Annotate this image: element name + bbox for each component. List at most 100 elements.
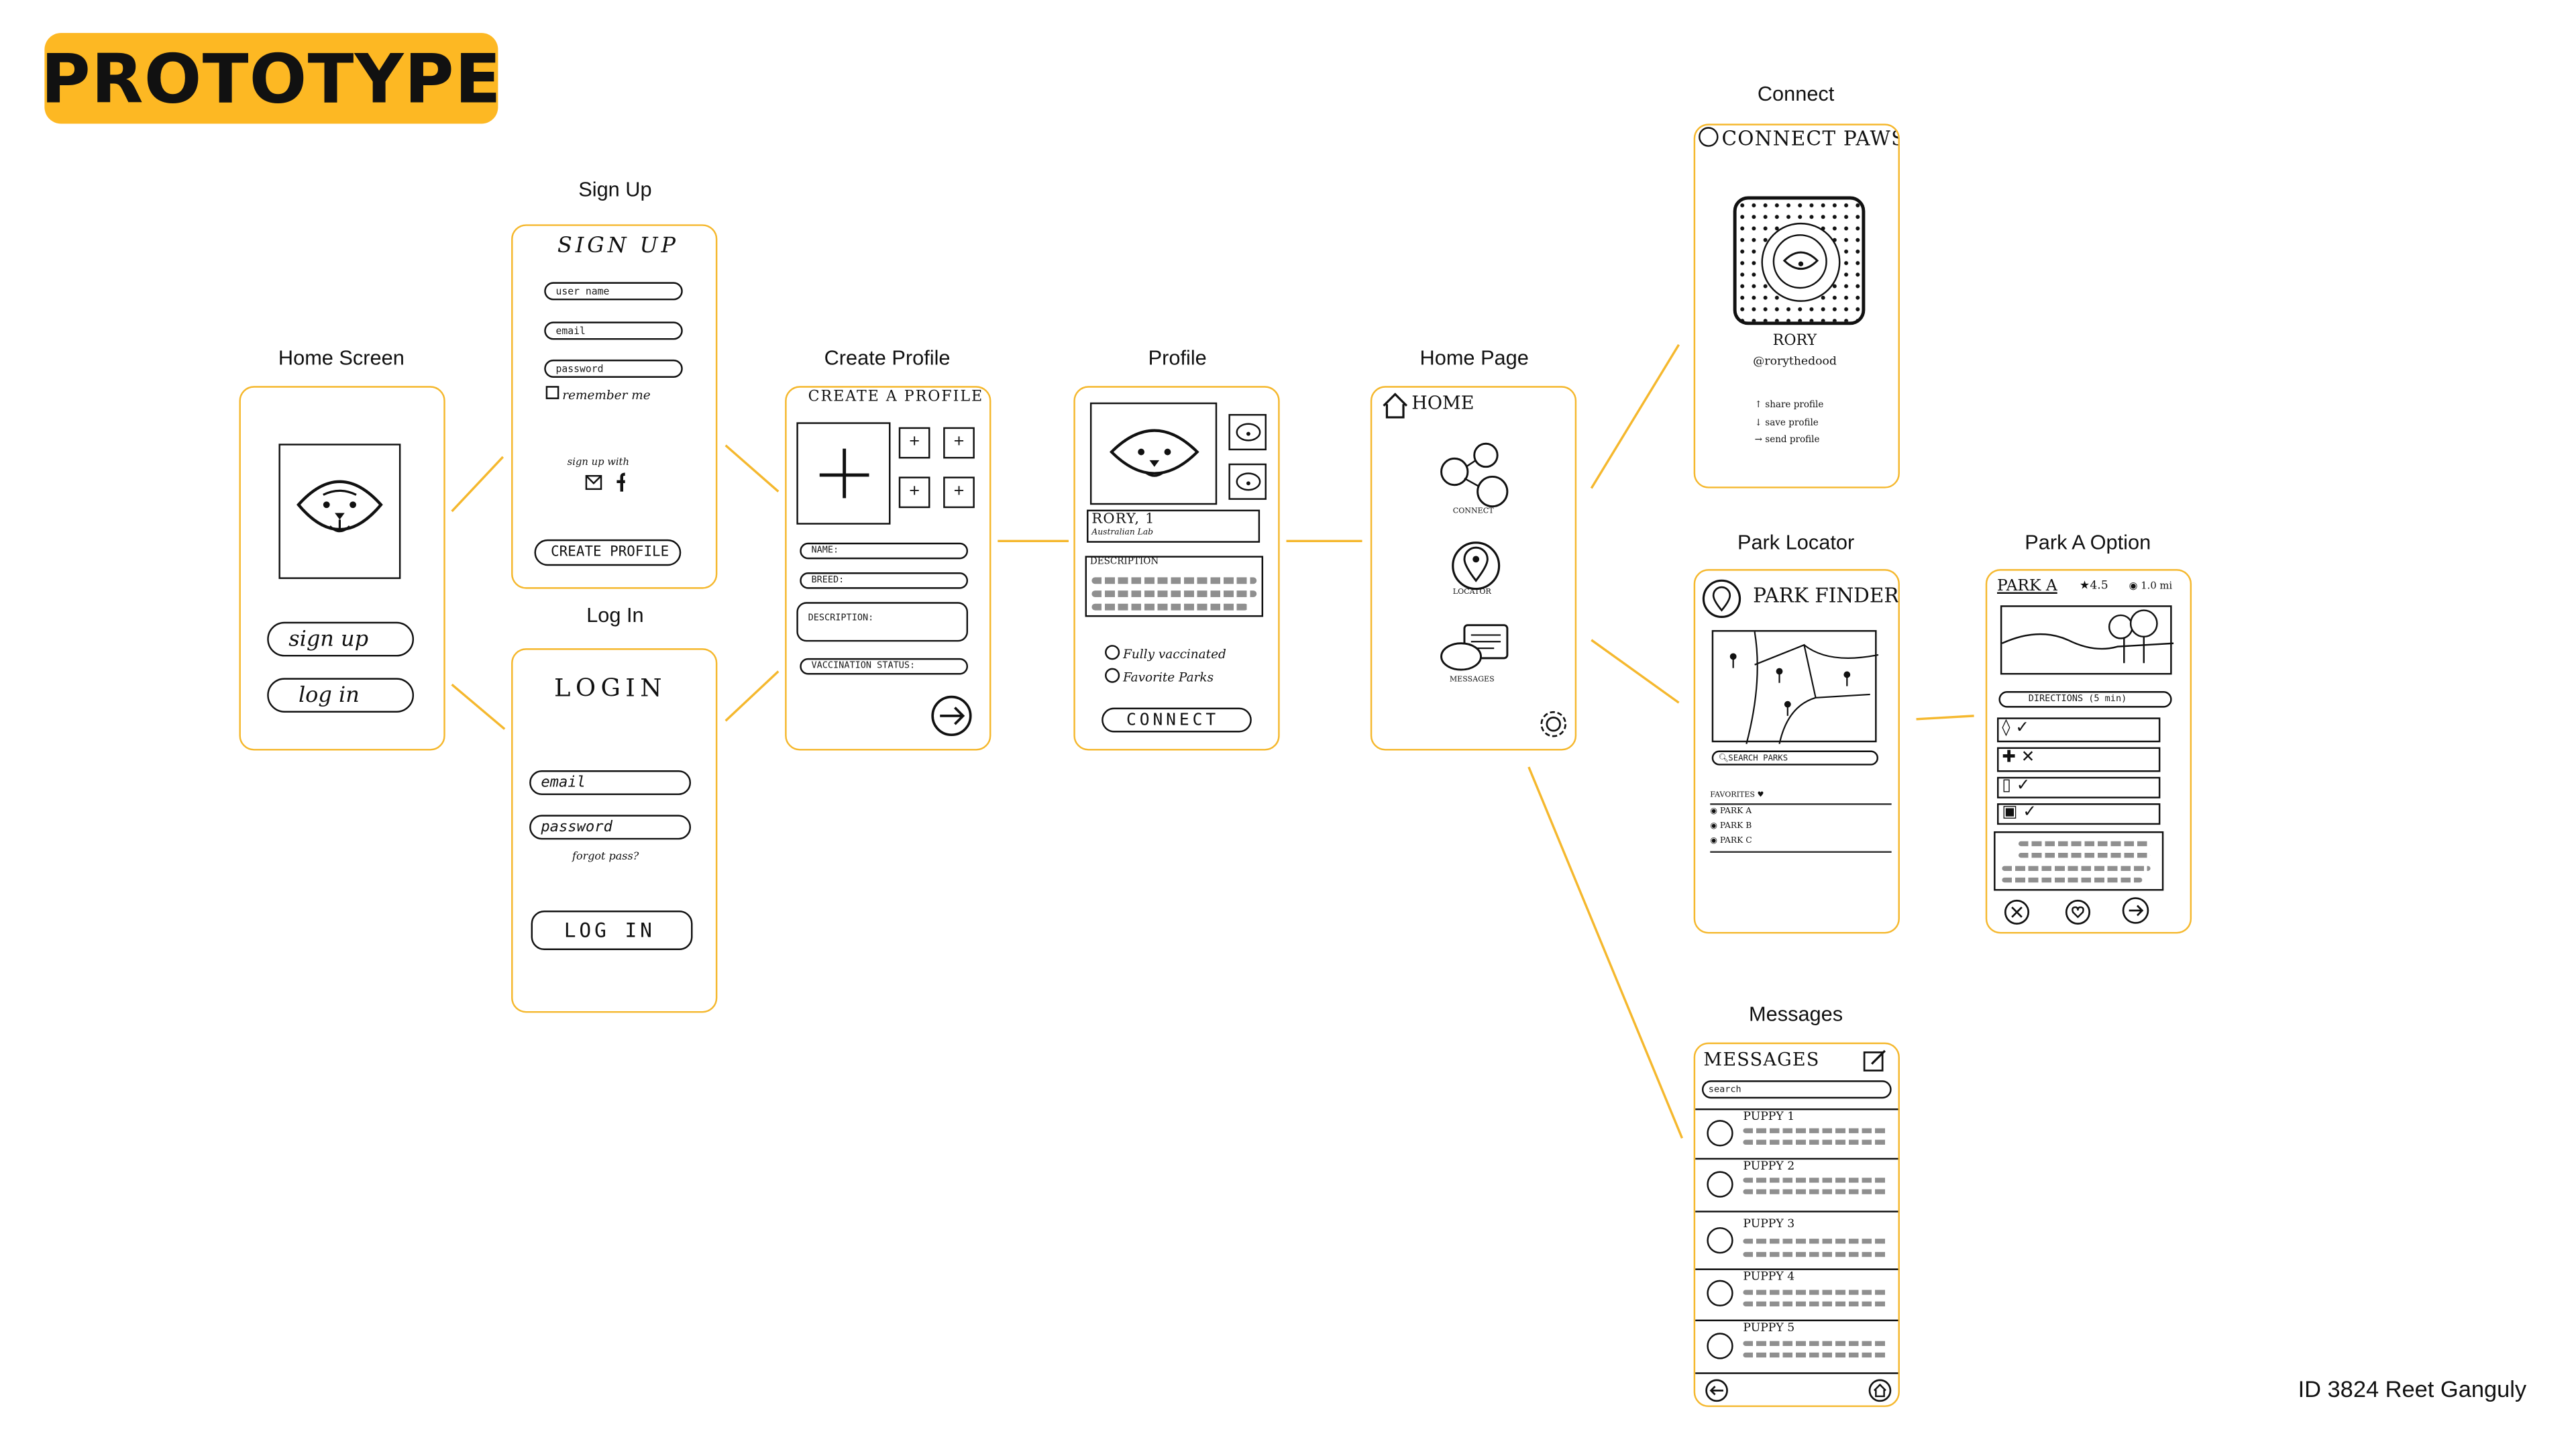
prototype-badge: PROTOTYPE xyxy=(41,33,501,124)
locator-item-label[interactable]: LOCATOR xyxy=(1452,588,1491,597)
favorite-parks-text: Favorite Parks xyxy=(1123,670,1214,685)
description-field[interactable]: DESCRIPTION: xyxy=(796,602,969,642)
photo-slot-2[interactable]: + xyxy=(898,427,930,459)
sign-up-button-label: sign up xyxy=(288,627,369,652)
park-a-title: PARK A xyxy=(1997,577,2057,596)
name-field-label: NAME: xyxy=(811,546,839,556)
remember-me-row[interactable]: remember me xyxy=(545,386,651,403)
remember-checkbox[interactable] xyxy=(545,386,559,399)
thread-preview xyxy=(1743,1178,1888,1183)
description-field-label: DESCRIPTION: xyxy=(808,613,874,624)
label-park-locator: Park Locator xyxy=(1737,531,1855,554)
home-page-title: HOME xyxy=(1411,393,1474,415)
log-in-submit-button[interactable]: LOG IN xyxy=(531,910,693,950)
log-in-button[interactable]: log in xyxy=(267,678,415,713)
park-map[interactable] xyxy=(1711,630,1879,744)
login-password-field[interactable]: password xyxy=(529,815,692,840)
breed-field[interactable]: BREED: xyxy=(800,572,969,589)
compose-icon[interactable] xyxy=(1863,1049,1886,1072)
location-pin-icon[interactable] xyxy=(1450,539,1503,592)
directions-button[interactable]: DIRECTIONS (5 min) xyxy=(1998,691,2172,708)
amenity-water-row: ◊ ✓ xyxy=(1997,717,2161,743)
label-connect: Connect xyxy=(1757,82,1835,106)
dog-face-icon xyxy=(1236,472,1261,491)
profile-name: RORY, 1 xyxy=(1091,511,1155,528)
create-profile-title: CREATE A PROFILE xyxy=(808,389,984,406)
message-thread-5[interactable]: PUPPY 5 xyxy=(1695,1321,1898,1371)
sign-up-button[interactable]: sign up xyxy=(267,621,415,657)
username-field[interactable]: user name xyxy=(544,282,683,301)
name-field[interactable]: NAME: xyxy=(800,542,969,560)
paw-icon xyxy=(1699,127,1719,147)
back-arrow-icon[interactable] xyxy=(1705,1379,1728,1402)
connect-item-label[interactable]: CONNECT xyxy=(1452,508,1494,517)
screen-home-page: HOME CONNECT LOCATOR MESSAGES xyxy=(1370,386,1577,751)
save-profile-action[interactable]: ↓ save profile xyxy=(1754,419,1819,429)
photo-slot-4[interactable]: + xyxy=(898,476,930,509)
forgot-password-link[interactable]: forgot pass? xyxy=(572,849,639,863)
email-field[interactable]: email xyxy=(544,321,683,340)
avatar xyxy=(1707,1227,1733,1254)
share-profile-action[interactable]: ↑ share profile xyxy=(1754,401,1824,411)
sign-up-with-label: sign up with xyxy=(567,456,629,469)
park-finder-title: PARK FINDER xyxy=(1753,584,1899,607)
photo-slot-5[interactable]: + xyxy=(943,476,975,509)
favorite-park-a-label: PARK A xyxy=(1719,807,1752,817)
profile-thumb-2[interactable] xyxy=(1228,463,1267,500)
message-bubbles-icon[interactable] xyxy=(1438,622,1511,678)
next-arrow-icon[interactable] xyxy=(930,694,973,737)
next-arrow-icon[interactable] xyxy=(2121,897,2150,924)
thread-preview xyxy=(1743,1239,1888,1244)
favorite-park-b[interactable]: ◉ PARK B xyxy=(1710,821,1752,831)
park-a-distance-value: 1.0 mi xyxy=(2141,580,2173,592)
email-icon[interactable] xyxy=(585,474,604,492)
save-profile-label: save profile xyxy=(1765,419,1819,429)
thread-name: PUPPY 2 xyxy=(1743,1159,1795,1173)
password-field[interactable]: password xyxy=(544,359,683,378)
description-scribble xyxy=(1091,603,1248,611)
connect-button[interactable]: CONNECT xyxy=(1102,707,1252,733)
thread-preview xyxy=(1743,1189,1888,1194)
thread-name: PUPPY 3 xyxy=(1743,1217,1795,1231)
thread-name: PUPPY 5 xyxy=(1743,1321,1795,1335)
connect-title-row: CONNECT PAWS xyxy=(1699,127,1898,150)
favorite-park-a[interactable]: ◉ PARK A xyxy=(1710,807,1752,817)
dog-face-icon xyxy=(1782,251,1819,270)
heart-icon[interactable] xyxy=(2065,899,2091,925)
facebook-icon[interactable] xyxy=(613,472,627,492)
amenity-parking-row: ▣ ✓ xyxy=(1997,803,2161,825)
amenity-seating-row: ▯ ✓ xyxy=(1997,776,2161,798)
home-icon[interactable] xyxy=(1868,1379,1892,1402)
message-thread-2[interactable]: PUPPY 2 xyxy=(1695,1159,1898,1207)
screen-home: sign up log in xyxy=(239,386,445,751)
main-photo-slot[interactable] xyxy=(796,422,891,525)
profile-thumb-1[interactable] xyxy=(1228,414,1267,451)
screen-messages: MESSAGES search PUPPY 1 PUPPY 2 PUPPY 3 … xyxy=(1693,1042,1900,1407)
close-icon[interactable] xyxy=(2004,899,2030,925)
qr-code[interactable] xyxy=(1733,196,1866,325)
connect-network-icon[interactable] xyxy=(1438,442,1514,508)
photo-slot-3[interactable]: + xyxy=(943,427,975,459)
dog-logo-frame xyxy=(278,444,401,579)
thread-name: PUPPY 1 xyxy=(1743,1110,1795,1124)
messages-search-input[interactable]: search xyxy=(1701,1080,1892,1099)
screen-park-locator: PARK FINDER 🔍︎ SEARCH PARKS FAVORITES ♥ … xyxy=(1693,569,1900,934)
favorite-parks-check[interactable]: Favorite Parks xyxy=(1105,668,1214,685)
log-in-submit-label: LOG IN xyxy=(564,919,655,942)
messages-item-label[interactable]: MESSAGES xyxy=(1449,676,1495,685)
search-parks-input[interactable]: 🔍︎ SEARCH PARKS xyxy=(1711,750,1879,766)
message-thread-4[interactable]: PUPPY 4 xyxy=(1695,1270,1898,1318)
password-placeholder: password xyxy=(555,362,604,375)
gear-icon[interactable] xyxy=(1539,709,1568,739)
send-profile-action[interactable]: → send profile xyxy=(1754,435,1820,446)
create-profile-button[interactable]: CREATE PROFILE xyxy=(534,539,682,566)
message-thread-3[interactable]: PUPPY 3 xyxy=(1695,1216,1898,1269)
message-thread-1[interactable]: PUPPY 1 xyxy=(1695,1110,1898,1157)
login-email-field[interactable]: email xyxy=(529,770,692,795)
label-messages: Messages xyxy=(1749,1002,1843,1027)
vaccinated-text: Fully vaccinated xyxy=(1123,646,1226,662)
vaccination-field[interactable]: VACCINATION STATUS: xyxy=(800,658,969,675)
favorite-park-c[interactable]: ◉ PARK C xyxy=(1710,836,1752,847)
messages-title: MESSAGES xyxy=(1703,1049,1820,1071)
